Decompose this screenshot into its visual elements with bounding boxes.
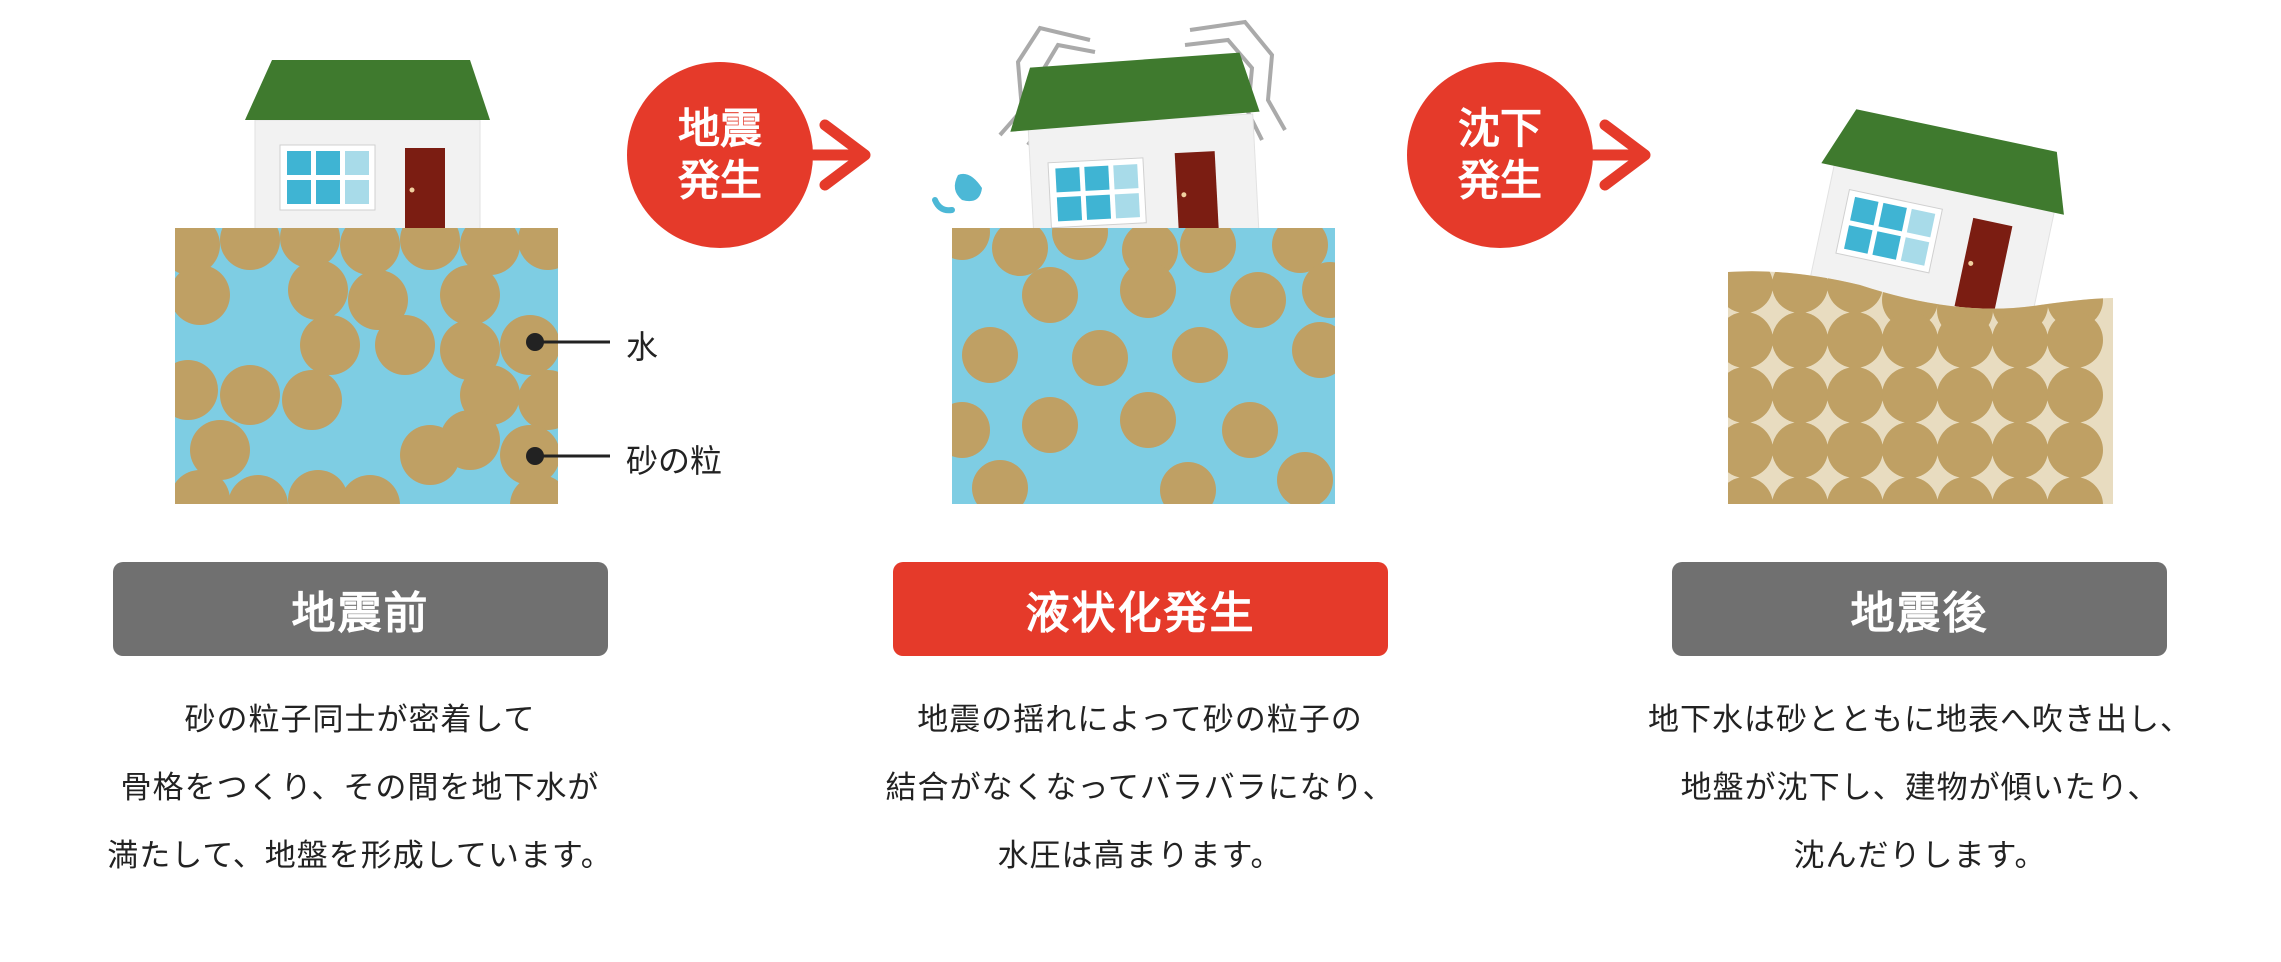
stage1-desc-line: 砂の粒子同士が密着して: [184, 702, 536, 738]
stage2-water-drop: [932, 173, 982, 214]
legend-sand-label: 砂の粒: [626, 442, 723, 480]
stage1-roof: [245, 60, 490, 120]
arrow-badge-2-label: 沈下 発生: [1420, 103, 1580, 207]
stage2-label: 液状化発生: [893, 562, 1388, 656]
stage2-desc-line: 結合がなくなってバラバラになり、: [885, 770, 1395, 806]
stage1-house: [245, 60, 490, 231]
stage2-window: [1047, 157, 1147, 229]
stage3-desc-line: 地下水は砂とともに地表へ吹き出し、: [1648, 702, 2192, 738]
legend-lines: [526, 333, 610, 465]
stage1-desc-line: 満たして、地盤を形成しています。: [107, 838, 613, 874]
stage3-house: [1809, 109, 2064, 328]
stage3-label: 地震後: [1672, 562, 2167, 656]
stage2-house: [1010, 52, 1260, 242]
stage3-desc-line: 沈んだりします。: [1793, 838, 2047, 874]
stage3-window: [1835, 188, 1943, 274]
stage1-desc-line: 骨格をつくり、その間を地下水が: [120, 770, 600, 806]
arrow-badge-1-label: 地震 発生: [640, 103, 800, 207]
arrow-badge-1: [627, 62, 871, 248]
stage2-description: 地震の揺れによって砂の粒子の 結合がなくなってバラバラになり、 水圧は高まります…: [840, 686, 1440, 890]
arrow-badge-2-line2: 発生: [1457, 156, 1542, 205]
stage3-ground: [1728, 271, 2113, 504]
stage1-ground: [175, 228, 558, 504]
stage1-description: 砂の粒子同士が密着して 骨格をつくり、その間を地下水が 満たして、地盤を形成して…: [60, 686, 660, 890]
stage1-window: [279, 144, 376, 211]
stage1-label: 地震前: [113, 562, 608, 656]
stage3-door: [1954, 217, 2013, 315]
arrow-badge-2: [1407, 62, 1651, 248]
stage2-ground: [952, 228, 1335, 504]
arrow-badge-1-line2: 発生: [677, 156, 762, 205]
stage2-roof: [1010, 52, 1260, 132]
arrow-badge-2-line1: 沈下: [1457, 104, 1542, 153]
stage2-door: [1174, 151, 1219, 236]
stage3-desc-line: 地盤が沈下し、建物が傾いたり、: [1680, 770, 2160, 806]
stage3-description: 地下水は砂とともに地表へ吹き出し、 地盤が沈下し、建物が傾いたり、 沈んだりしま…: [1590, 686, 2250, 890]
stage2-desc-line: 地震の揺れによって砂の粒子の: [917, 702, 1363, 738]
legend-water-label: 水: [626, 328, 659, 366]
stage3-roof: [1821, 109, 2064, 215]
arrow-badge-1-line1: 地震: [677, 104, 762, 153]
stage2-desc-line: 水圧は高まります。: [997, 838, 1283, 874]
